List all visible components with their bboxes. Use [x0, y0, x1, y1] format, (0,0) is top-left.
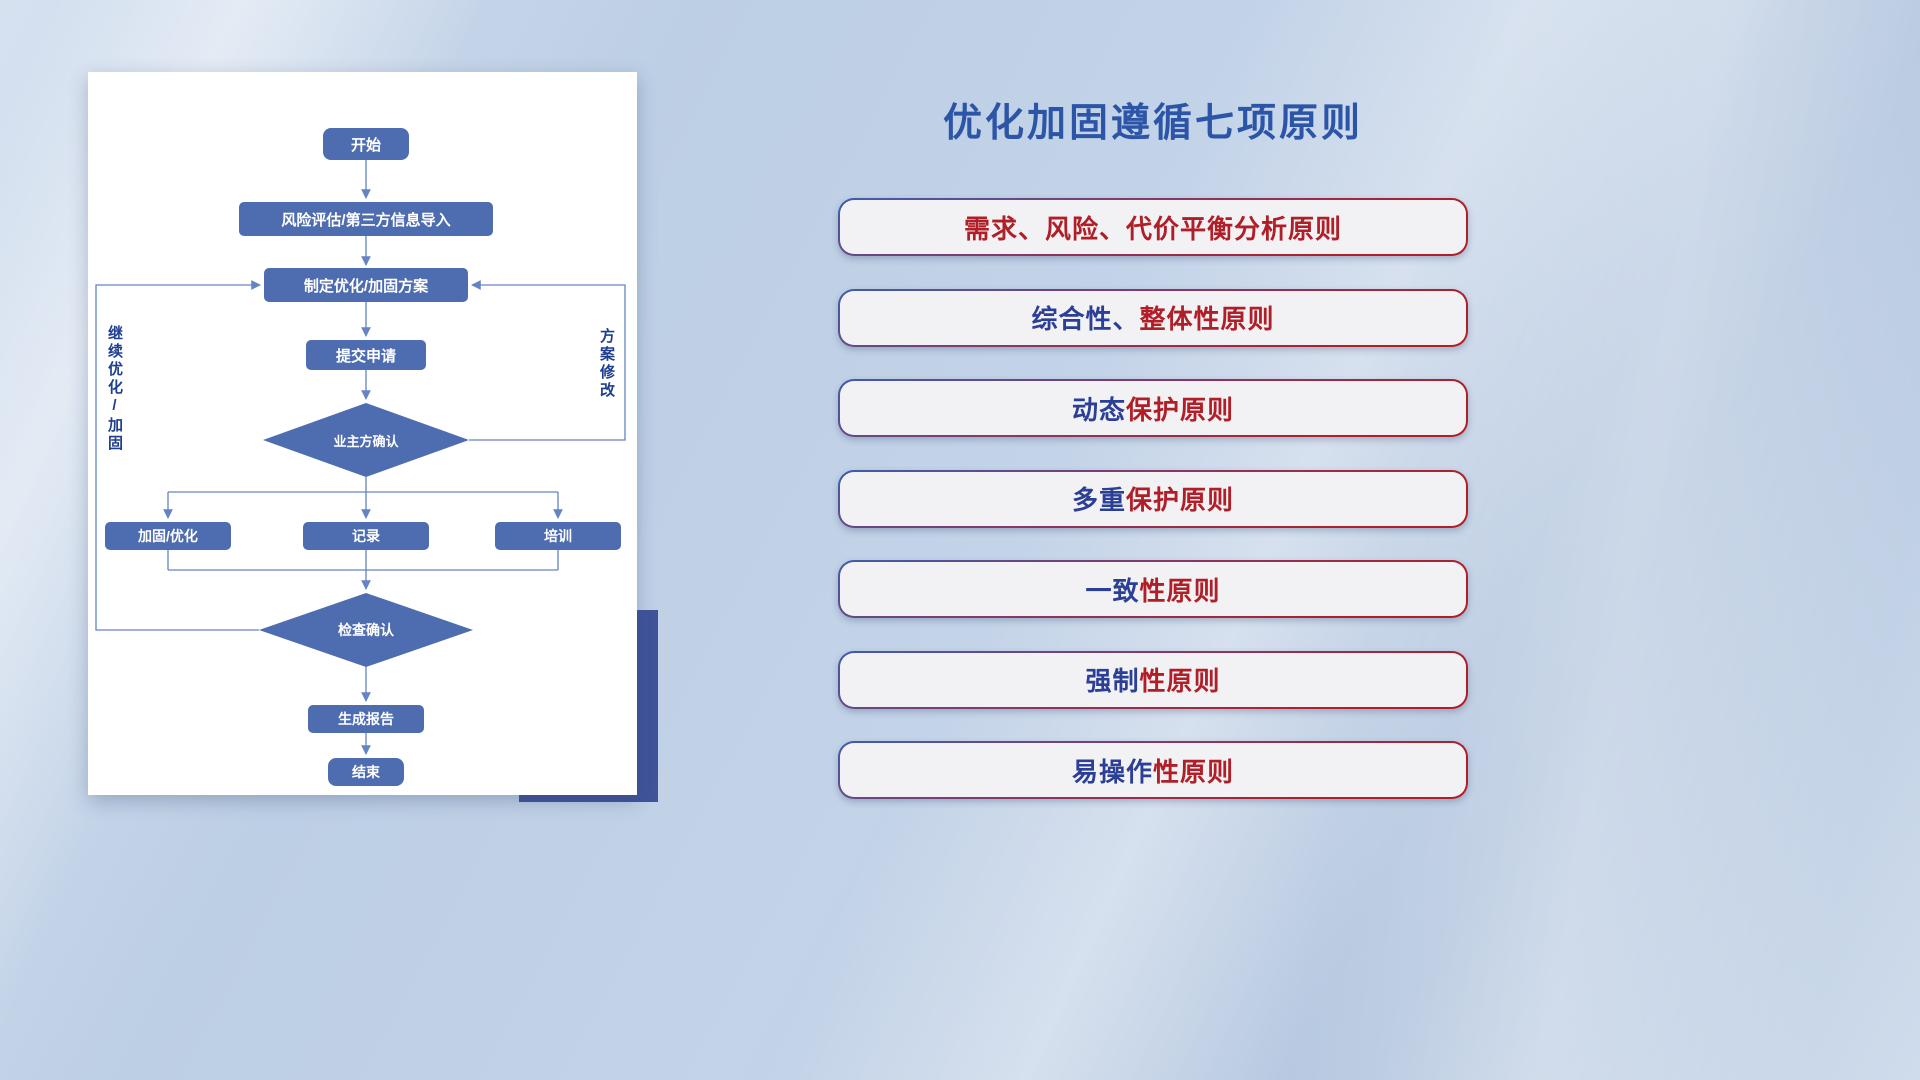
- principle-text-red: 保护原则: [1126, 394, 1235, 425]
- principle-pill: 多重保护原则: [838, 469, 1468, 528]
- flow-node-owner-confirm-label: 业主方确认: [333, 433, 399, 449]
- principle-text-red: 性原则: [1139, 575, 1221, 606]
- principle-text-blue: 多重: [1071, 485, 1126, 515]
- flow-node-check-confirm-label: 检查确认: [338, 622, 394, 638]
- flow-node-risk-assessment: 风险评估/第三方信息导入: [239, 202, 493, 236]
- principle-text-blue: 动态: [1071, 394, 1126, 425]
- flow-node-training: 培训: [495, 522, 621, 550]
- principle-pill-inner: 需求、风险、代价平衡分析原则: [840, 200, 1466, 254]
- principle-pill: 易操作性原则: [838, 741, 1468, 799]
- principle-text-red: 性原则: [1139, 666, 1221, 696]
- page-title: 优化加固遵循七项原则: [942, 102, 1363, 145]
- loop-label-continue-optimize: 继续优化/加固: [106, 325, 123, 453]
- flow-node-harden-optimize: 加固/优化: [105, 522, 231, 550]
- decision-diamond-owner-confirm: [263, 403, 469, 477]
- principle-pill: 一致性原则: [838, 560, 1468, 618]
- principle-text-red: 整体性原则: [1139, 304, 1275, 334]
- principle-pill-inner: 多重保护原则: [840, 471, 1466, 526]
- loop-label-plan-revision: 方案修改: [598, 328, 615, 400]
- principles-list: 需求、风险、代价平衡分析原则 综合性、整体性原则 动态保护原则 多重保护原则 一…: [838, 198, 1468, 799]
- principle-pill: 强制性原则: [838, 650, 1468, 709]
- principle-text-blue: 强制: [1085, 666, 1140, 696]
- principle-text-blue: 综合性、: [1031, 304, 1140, 334]
- flowchart-card: 开始 风险评估/第三方信息导入 制定优化/加固方案 提交申请 业主方确认 加固/…: [88, 72, 637, 795]
- principle-pill: 需求、风险、代价平衡分析原则: [838, 198, 1468, 256]
- flowchart-connectors: [95, 160, 626, 755]
- principle-pill: 动态保护原则: [838, 379, 1468, 437]
- principle-text-red: 性原则: [1153, 756, 1235, 787]
- decision-diamond-check-confirm: [259, 593, 473, 667]
- principle-text-blue: 易操作: [1071, 756, 1153, 787]
- flow-node-make-plan: 制定优化/加固方案: [264, 268, 468, 302]
- flow-node-start: 开始: [323, 128, 409, 160]
- principle-text-red: 保护原则: [1126, 485, 1235, 515]
- principle-pill-inner: 易操作性原则: [840, 743, 1466, 797]
- flow-node-generate-report: 生成报告: [308, 705, 424, 733]
- principle-pill-inner: 强制性原则: [840, 652, 1466, 707]
- principle-pill: 综合性、整体性原则: [838, 288, 1468, 347]
- principle-pill-inner: 一致性原则: [840, 562, 1466, 616]
- principle-text-blue: 一致: [1085, 575, 1140, 606]
- principle-text-red: 需求、风险、代价平衡分析原则: [963, 213, 1342, 244]
- flow-node-end: 结束: [328, 758, 404, 786]
- flow-node-record: 记录: [303, 522, 429, 550]
- flow-node-submit-application: 提交申请: [306, 340, 426, 370]
- principle-pill-inner: 综合性、整体性原则: [840, 290, 1466, 345]
- principle-pill-inner: 动态保护原则: [840, 381, 1466, 435]
